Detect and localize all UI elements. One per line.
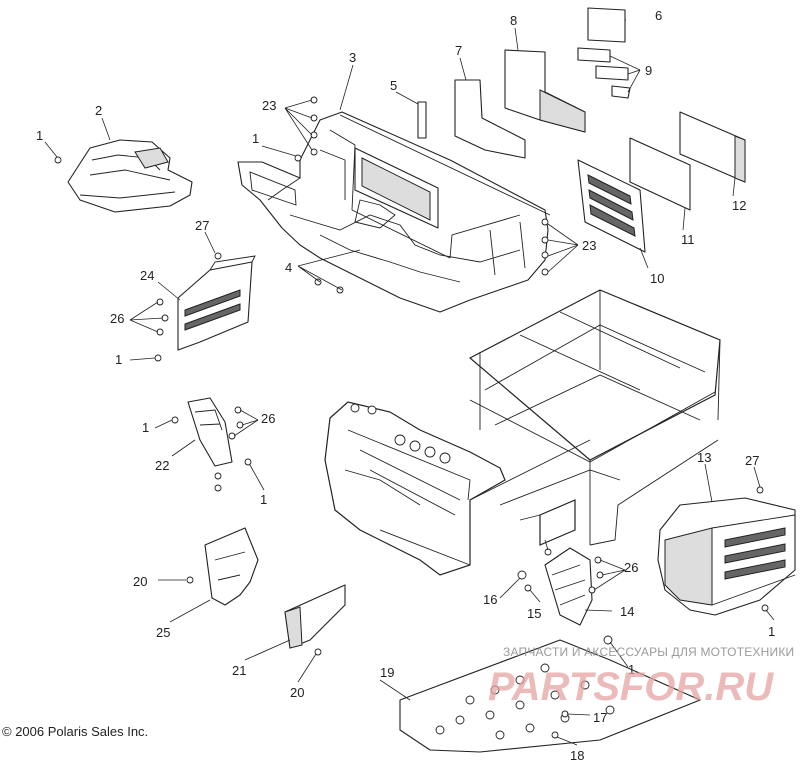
- part-19-skid-plate: [399, 639, 701, 753]
- callout-1: 1: [260, 492, 267, 507]
- callout-17: 17: [593, 710, 607, 725]
- callout-9: 9: [645, 63, 652, 78]
- callout-1: 1: [36, 128, 43, 143]
- part-7-panel: [454, 79, 526, 159]
- callout-8: 8: [510, 13, 517, 28]
- callout-22: 22: [155, 458, 169, 473]
- leader-lines: [44, 19, 775, 746]
- callout-21: 21: [232, 663, 246, 678]
- callout-20: 20: [133, 574, 147, 589]
- callout-25: 25: [156, 625, 170, 640]
- part-5-strip: [417, 101, 427, 139]
- callout-26: 26: [261, 411, 275, 426]
- part-24-side-panel: [177, 255, 256, 351]
- chassis-frame: [324, 289, 721, 576]
- callout-1: 1: [768, 624, 775, 639]
- callout-14: 14: [620, 604, 634, 619]
- callout-24: 24: [140, 268, 154, 283]
- part-6-pad: [587, 7, 626, 43]
- watermark-brand: PARTSFOR.RU: [488, 665, 774, 709]
- watermark-tagline: ЗАПЧАСТИ И АКСЕССУАРЫ ДЛЯ МОТОТЕХНИКИ: [503, 645, 794, 659]
- part-22-bracket: [187, 397, 233, 467]
- callout-3: 3: [349, 50, 356, 65]
- callout-15: 15: [527, 606, 541, 621]
- callout-27: 27: [195, 218, 209, 233]
- callout-5: 5: [390, 78, 397, 93]
- callout-12: 12: [732, 198, 746, 213]
- callout-1: 1: [252, 131, 259, 146]
- part-9-pads: [577, 47, 631, 99]
- callout-10: 10: [650, 271, 664, 286]
- callout-1: 1: [142, 420, 149, 435]
- callout-6: 6: [655, 8, 662, 23]
- copyright-text: © 2006 Polaris Sales Inc.: [2, 724, 148, 739]
- callout-11: 11: [681, 232, 695, 247]
- callout-18: 18: [570, 748, 584, 762]
- callout-4: 4: [285, 260, 292, 275]
- callout-23: 23: [582, 238, 596, 253]
- callout-1: 1: [628, 662, 635, 677]
- callout-26: 26: [624, 560, 638, 575]
- callout-16: 16: [483, 592, 497, 607]
- part-3-cab-shell: [237, 111, 551, 313]
- callout-2: 2: [95, 103, 102, 118]
- part-11-panel: [629, 137, 691, 211]
- callout-labels: 1 2 3 23 1 5 7 8 6 9 12 11 10 23 4 27 24…: [36, 8, 775, 762]
- watermark: ЗАПЧАСТИ И АКСЕССУАРЫ ДЛЯ МОТОТЕХНИКИ PA…: [488, 645, 794, 709]
- callout-27: 27: [745, 453, 759, 468]
- callout-20: 20: [290, 685, 304, 700]
- callout-26: 26: [110, 311, 124, 326]
- callout-13: 13: [697, 450, 711, 465]
- part-13-rear-fender: [657, 497, 796, 616]
- part-2-front-cover: [67, 139, 193, 213]
- part-10-vent-panel: [577, 159, 646, 253]
- part-14-bracket: [544, 547, 593, 626]
- part-25-shield: [204, 527, 259, 606]
- part-21-bracket: [284, 584, 346, 649]
- fasteners: [54, 96, 769, 739]
- callout-23: 23: [262, 98, 276, 113]
- callout-19: 19: [380, 665, 394, 680]
- callout-1: 1: [115, 352, 122, 367]
- callout-7: 7: [455, 43, 462, 58]
